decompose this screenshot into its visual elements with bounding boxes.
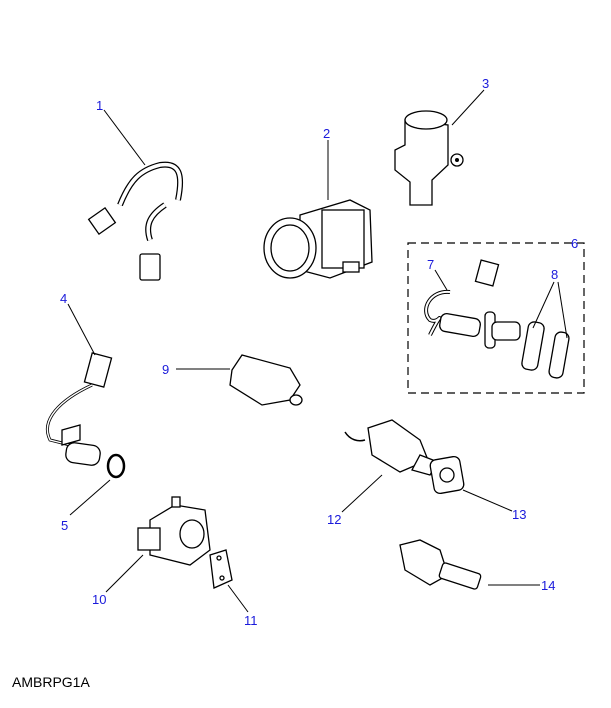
part-5-o-ring <box>106 453 126 479</box>
part-7-idle-valve <box>424 259 521 349</box>
callout-8: 8 <box>551 267 558 282</box>
part-9-pressure-switch <box>229 354 303 406</box>
part-2-airflow-meter <box>263 199 373 279</box>
callout-1: 1 <box>96 98 103 113</box>
callout-12: 12 <box>327 512 341 527</box>
callout-7: 7 <box>427 257 434 272</box>
part-10-throttle-sensor <box>137 496 211 566</box>
callout-11: 11 <box>244 613 258 628</box>
part-12-idle-motor <box>344 419 439 476</box>
callout-3: 3 <box>482 76 489 91</box>
callout-9: 9 <box>162 362 169 377</box>
part-1-harness <box>87 161 184 281</box>
callout-5: 5 <box>61 518 68 533</box>
callout-2: 2 <box>323 126 330 141</box>
diagram-code-label: AMBRPG1A <box>12 674 90 690</box>
part-4-crank-sensor <box>45 352 113 466</box>
part-14-temp-sensor <box>399 539 482 590</box>
part-3-sensor <box>394 110 464 206</box>
kit-6-boundary <box>407 242 585 394</box>
callout-4: 4 <box>60 291 67 306</box>
callout-10: 10 <box>92 592 106 607</box>
part-11-gasket <box>209 549 233 589</box>
callout-13: 13 <box>512 507 526 522</box>
callout-14: 14 <box>541 578 555 593</box>
part-8-clips <box>521 321 570 379</box>
part-13-gasket <box>429 455 465 495</box>
leader-lines <box>67 89 568 613</box>
callout-6: 6 <box>571 236 578 251</box>
